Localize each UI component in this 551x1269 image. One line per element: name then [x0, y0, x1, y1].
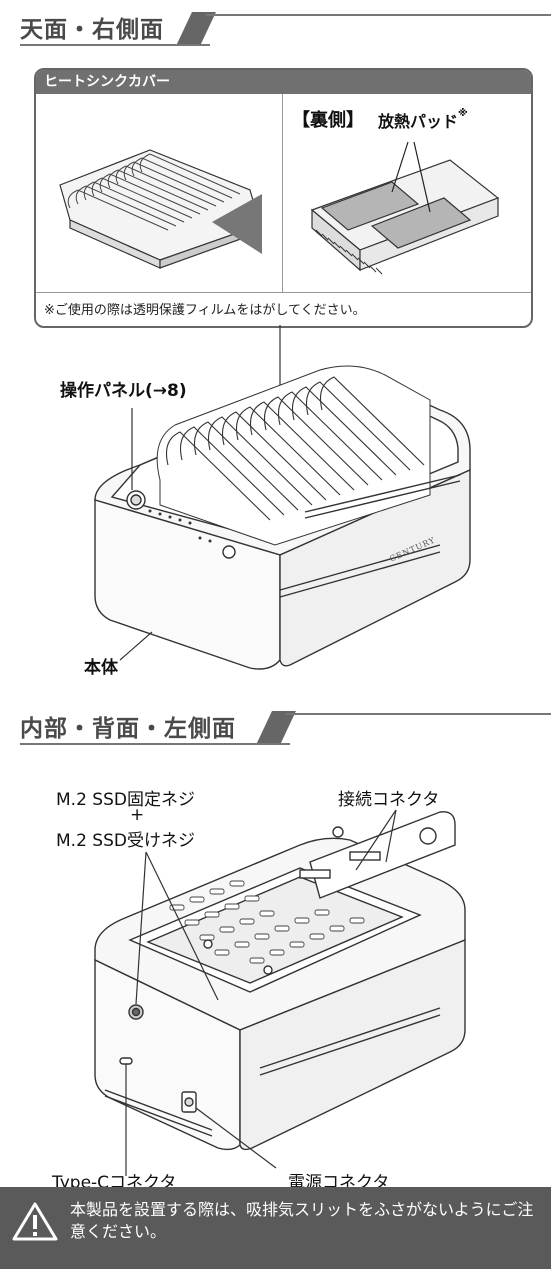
- thermal-pad-label: 放熱パッド※: [378, 108, 468, 131]
- section-rule: [20, 743, 290, 745]
- warning-triangle-icon: [12, 1202, 58, 1241]
- internal-illustration: [94, 809, 466, 1176]
- section-slash-decoration: [256, 711, 296, 745]
- callout-divider: [36, 292, 531, 293]
- screw-fixed-label: M.2 SSD固定ネジ: [56, 790, 195, 810]
- section-slash-decoration: [176, 12, 216, 46]
- warning-banner: 本製品を設置する際は、吸排気スリットをふさがないようにご注意ください。: [0, 1187, 551, 1269]
- callout-divider: [282, 94, 283, 292]
- top-illustration: [59, 141, 500, 670]
- heatsink-header: ヒートシンクカバー: [36, 70, 531, 94]
- callout-pointer: [212, 194, 262, 254]
- section-rule: [20, 44, 210, 46]
- section-title-internal: 内部・背面・左側面: [20, 716, 236, 742]
- device-main-image: [94, 365, 471, 670]
- connector-label: 接続コネクタ: [338, 790, 440, 810]
- section-rule: [286, 713, 551, 715]
- back-side-label: 【裏側】: [292, 110, 364, 131]
- heatsink-back-image: [310, 141, 500, 275]
- film-note: ※ご使用の際は透明保護フィルムをはがしてください。: [44, 303, 366, 318]
- plus-label: +: [130, 805, 145, 825]
- section-rule: [206, 14, 551, 16]
- warning-text: 本製品を設置する際は、吸排気スリットをふさがないようにご注意ください。: [70, 1200, 534, 1241]
- panel-label: 操作パネル(→8): [60, 381, 187, 401]
- section-title-top-right: 天面・右側面: [20, 17, 164, 43]
- screw-receive-label: M.2 SSD受けネジ: [56, 831, 195, 851]
- body-label: 本体: [84, 658, 118, 678]
